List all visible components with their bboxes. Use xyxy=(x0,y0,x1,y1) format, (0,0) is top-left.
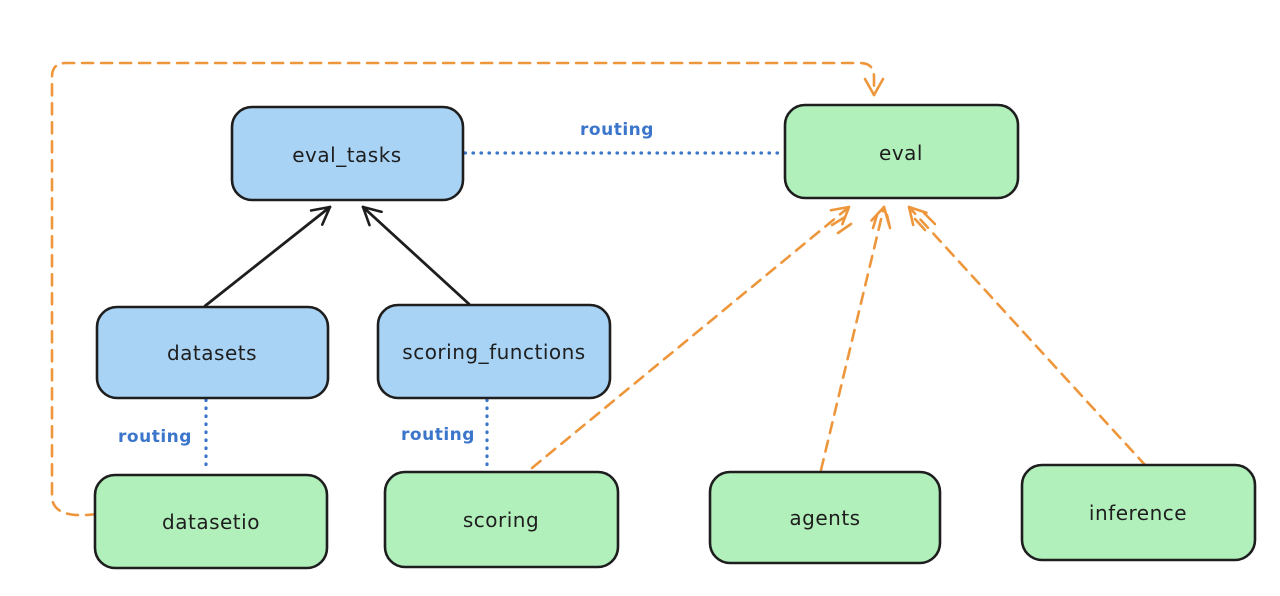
edge-scoring-functions-to-eval-tasks xyxy=(361,205,471,306)
node-scoring-functions-box xyxy=(376,303,612,400)
routing-label-datasets: routing xyxy=(118,427,192,447)
node-scoring-box xyxy=(383,470,620,569)
routing-label-top: routing xyxy=(580,120,654,140)
edge-datasetio-to-eval xyxy=(50,61,885,517)
edge-agents-to-eval xyxy=(819,205,891,472)
node-eval-label: eval xyxy=(879,141,923,165)
node-scoring: scoring xyxy=(383,470,620,569)
node-inference-label: inference xyxy=(1089,501,1187,525)
node-agents-box xyxy=(708,470,942,565)
node-datasetio-box xyxy=(93,473,329,570)
edge-inference-to-eval xyxy=(907,205,1148,468)
orange-arrow-accent-middle xyxy=(871,213,892,230)
routing-label-scoring-functions: routing xyxy=(401,425,475,445)
node-eval-box xyxy=(783,103,1020,200)
node-inference-box xyxy=(1020,463,1257,562)
node-inference: inference xyxy=(1020,463,1257,562)
node-datasetio-label: datasetio xyxy=(162,510,260,534)
node-datasets-box xyxy=(95,305,330,400)
orange-arrow-accent-right xyxy=(913,211,937,232)
node-agents-label: agents xyxy=(789,506,860,530)
node-scoring-functions-label: scoring_functions xyxy=(402,340,585,364)
node-eval-tasks-box xyxy=(230,105,465,202)
node-datasets-label: datasets xyxy=(167,341,257,365)
node-scoring-label: scoring xyxy=(463,508,539,532)
edge-scoring-to-eval xyxy=(530,205,851,470)
node-datasetio: datasetio xyxy=(93,473,329,570)
node-agents: agents xyxy=(708,470,942,565)
node-scoring-functions: scoring_functions xyxy=(376,303,612,400)
edge-datasets-to-eval-tasks xyxy=(203,205,332,308)
orange-arrow-accent-left xyxy=(830,215,853,235)
node-eval: eval xyxy=(783,103,1020,200)
node-datasets: datasets xyxy=(95,305,330,400)
node-eval-tasks-label: eval_tasks xyxy=(292,143,401,167)
node-eval-tasks: eval_tasks xyxy=(230,105,465,202)
